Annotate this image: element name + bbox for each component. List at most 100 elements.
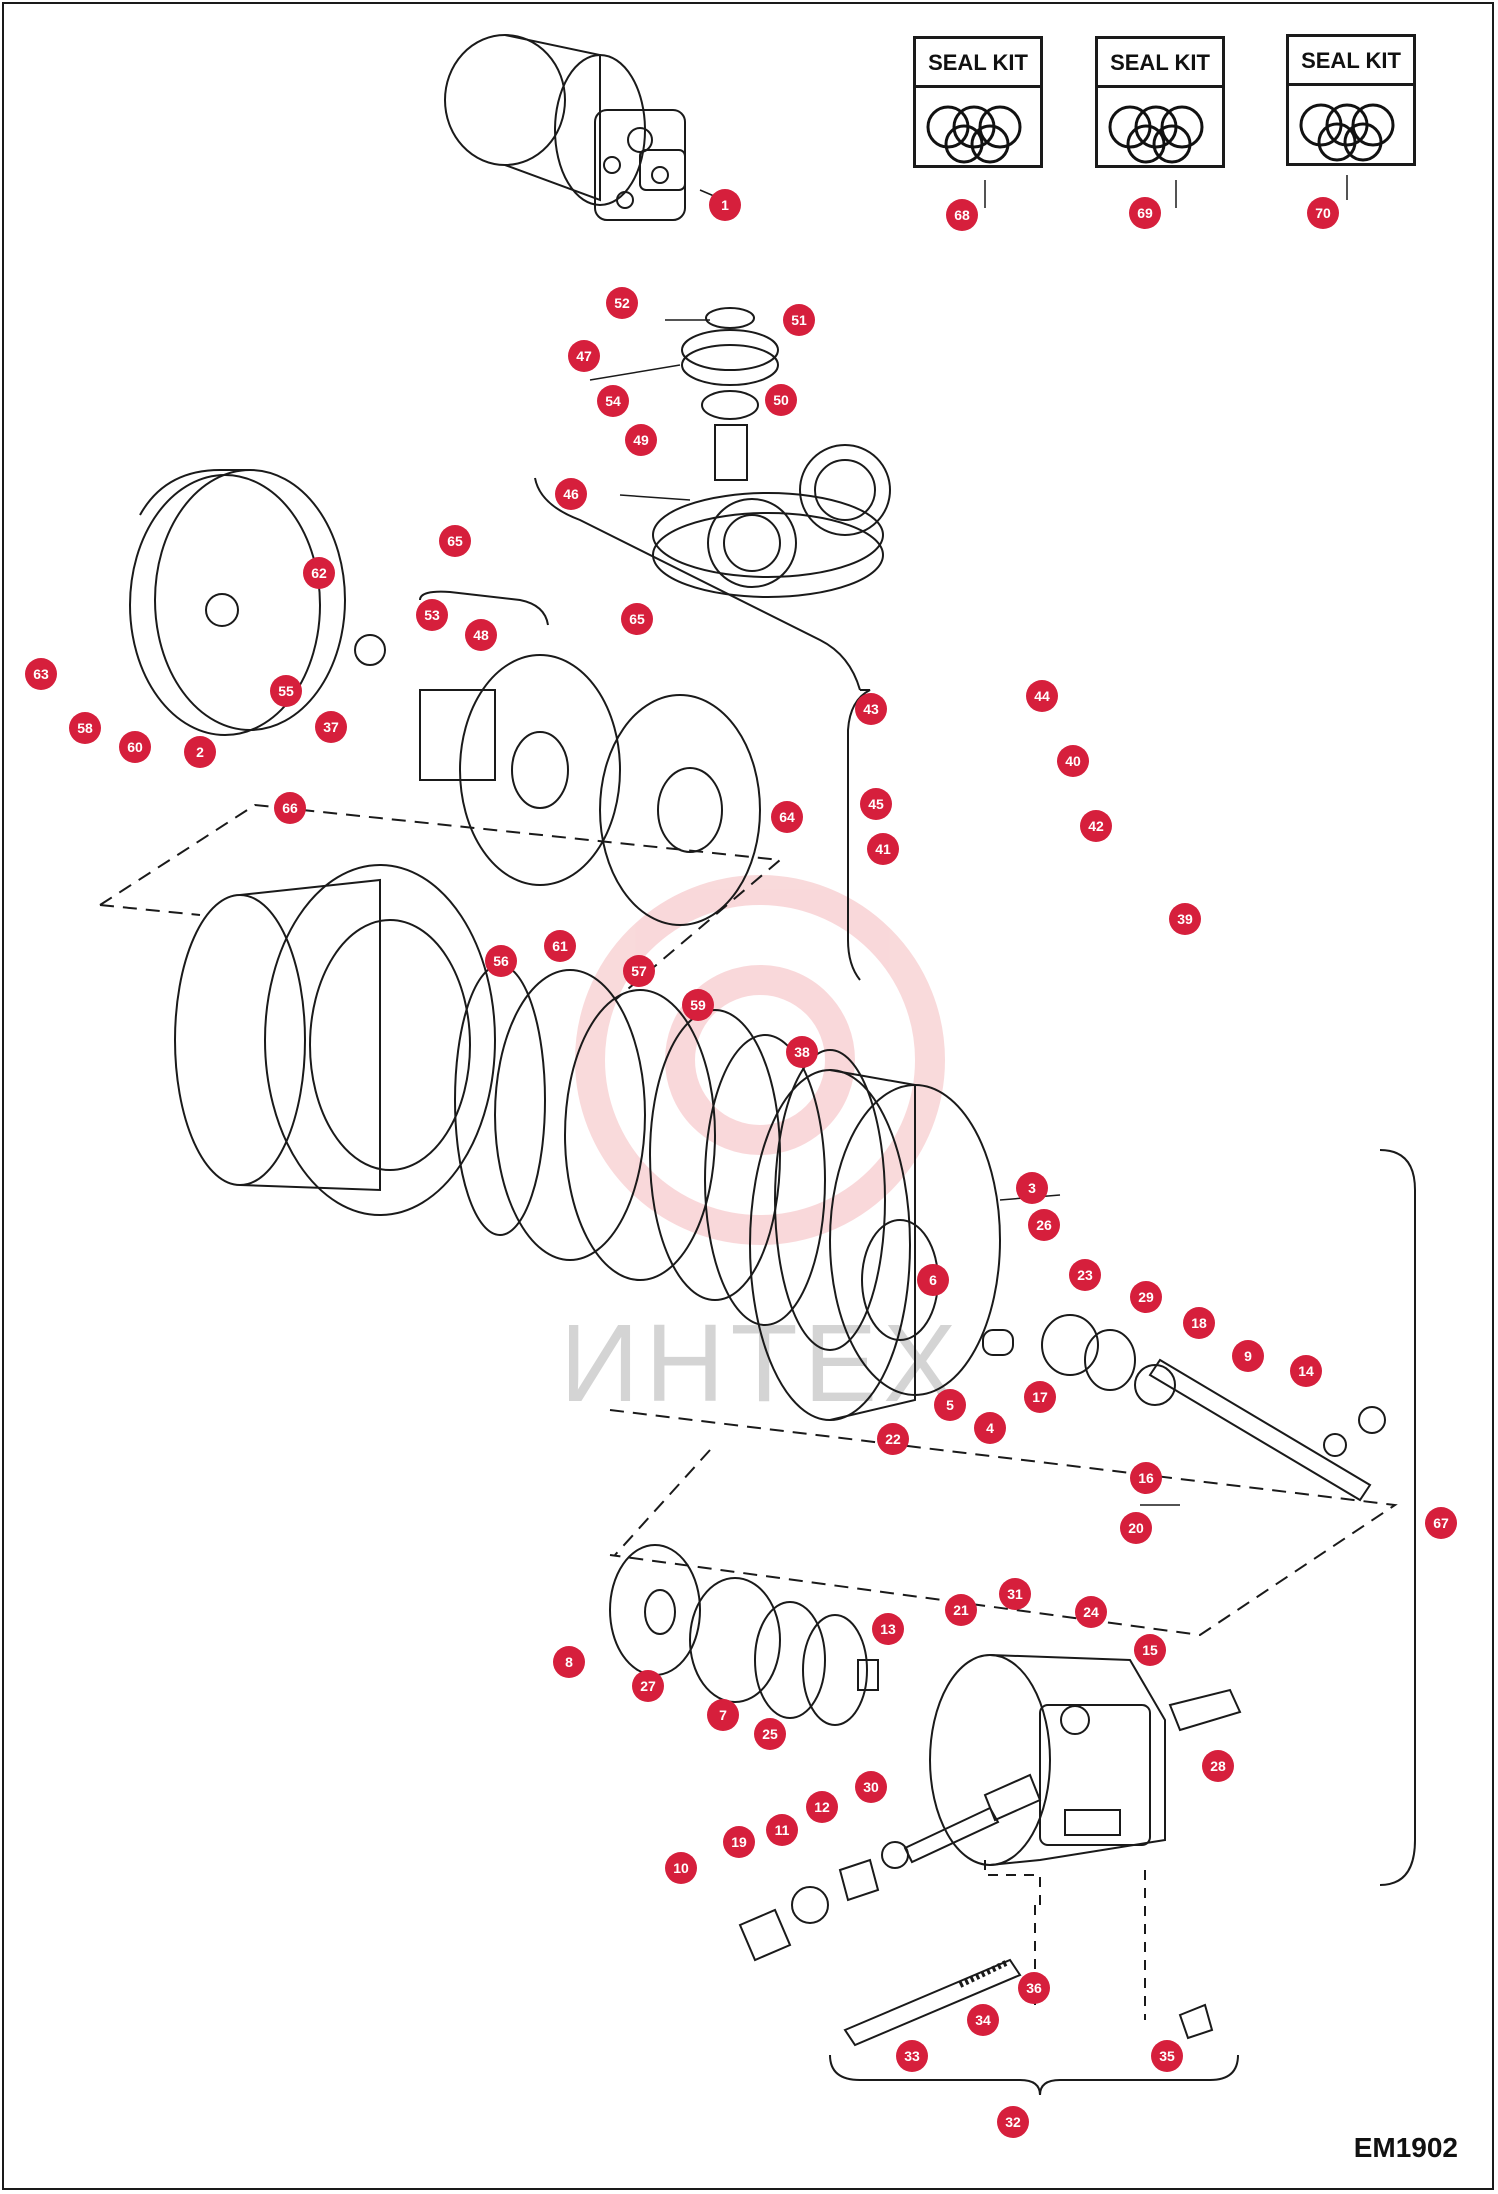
callout-63[interactable]: 63 — [25, 658, 57, 690]
callout-46[interactable]: 46 — [555, 478, 587, 510]
callout-number: 33 — [904, 2048, 920, 2064]
callout-43[interactable]: 43 — [855, 693, 887, 725]
callout-65a[interactable]: 65 — [439, 525, 471, 557]
callout-12[interactable]: 12 — [806, 1791, 838, 1823]
callout-32[interactable]: 32 — [997, 2106, 1029, 2138]
callout-number: 28 — [1210, 1758, 1226, 1774]
callout-61[interactable]: 61 — [544, 930, 576, 962]
callout-19[interactable]: 19 — [723, 1826, 755, 1858]
callout-marker — [967, 2004, 999, 2036]
callout-9[interactable]: 9 — [1232, 1340, 1264, 1372]
callout-number: 17 — [1032, 1389, 1048, 1405]
callout-35[interactable]: 35 — [1151, 2040, 1183, 2072]
callout-number: 55 — [278, 683, 294, 699]
callout-5[interactable]: 5 — [934, 1389, 966, 1421]
callout-51[interactable]: 51 — [783, 304, 815, 336]
callout-10[interactable]: 10 — [665, 1852, 697, 1884]
callout-59[interactable]: 59 — [682, 989, 714, 1021]
callout-54[interactable]: 54 — [597, 385, 629, 417]
callout-60[interactable]: 60 — [119, 731, 151, 763]
callout-number: 36 — [1026, 1980, 1042, 1996]
callout-marker — [771, 801, 803, 833]
callout-number: 56 — [493, 953, 509, 969]
callout-14[interactable]: 14 — [1290, 1355, 1322, 1387]
callout-56[interactable]: 56 — [485, 945, 517, 977]
callout-67[interactable]: 67 — [1425, 1507, 1457, 1539]
callout-3[interactable]: 3 — [1016, 1172, 1048, 1204]
callout-17[interactable]: 17 — [1024, 1381, 1056, 1413]
callout-45[interactable]: 45 — [860, 788, 892, 820]
callout-number: 57 — [631, 963, 647, 979]
callout-8[interactable]: 8 — [553, 1646, 585, 1678]
callout-number: 67 — [1433, 1515, 1449, 1531]
callout-38[interactable]: 38 — [786, 1036, 818, 1068]
callout-65b[interactable]: 65 — [621, 603, 653, 635]
callout-21[interactable]: 21 — [945, 1594, 977, 1626]
callout-25[interactable]: 25 — [754, 1718, 786, 1750]
callout-number: 43 — [863, 701, 879, 717]
callout-34[interactable]: 34 — [967, 2004, 999, 2036]
callout-6[interactable]: 6 — [917, 1264, 949, 1296]
callout-26[interactable]: 26 — [1028, 1209, 1060, 1241]
callout-66[interactable]: 66 — [274, 792, 306, 824]
callout-58[interactable]: 58 — [69, 712, 101, 744]
callout-37[interactable]: 37 — [315, 711, 347, 743]
callout-41[interactable]: 41 — [867, 833, 899, 865]
callout-22[interactable]: 22 — [877, 1423, 909, 1455]
callout-44[interactable]: 44 — [1026, 680, 1058, 712]
callout-7[interactable]: 7 — [707, 1699, 739, 1731]
callout-marker — [934, 1389, 966, 1421]
callout-27[interactable]: 27 — [632, 1670, 664, 1702]
seal-kit-70-title: SEAL KIT — [1289, 39, 1413, 86]
callout-55[interactable]: 55 — [270, 675, 302, 707]
callout-40[interactable]: 40 — [1057, 745, 1089, 777]
callout-57[interactable]: 57 — [623, 955, 655, 987]
callout-4[interactable]: 4 — [974, 1412, 1006, 1444]
callout-number: 9 — [1244, 1348, 1252, 1364]
callout-16[interactable]: 16 — [1130, 1462, 1162, 1494]
callout-68[interactable]: 68 — [946, 199, 978, 231]
callout-64[interactable]: 64 — [771, 801, 803, 833]
callout-28[interactable]: 28 — [1202, 1750, 1234, 1782]
callout-1[interactable]: 1 — [709, 189, 741, 221]
callout-70[interactable]: 70 — [1307, 197, 1339, 229]
callout-marker — [69, 712, 101, 744]
callout-36[interactable]: 36 — [1018, 1972, 1050, 2004]
callout-24[interactable]: 24 — [1075, 1596, 1107, 1628]
callout-20[interactable]: 20 — [1120, 1512, 1152, 1544]
callout-62[interactable]: 62 — [303, 557, 335, 589]
callout-number: 49 — [633, 432, 649, 448]
callout-number: 31 — [1007, 1586, 1023, 1602]
callout-number: 21 — [953, 1602, 969, 1618]
callout-52[interactable]: 52 — [606, 287, 638, 319]
callout-18[interactable]: 18 — [1183, 1307, 1215, 1339]
callout-30[interactable]: 30 — [855, 1771, 887, 1803]
callout-number: 4 — [986, 1420, 994, 1436]
callout-15[interactable]: 15 — [1134, 1634, 1166, 1666]
callout-50[interactable]: 50 — [765, 384, 797, 416]
callout-31[interactable]: 31 — [999, 1578, 1031, 1610]
callout-33[interactable]: 33 — [896, 2040, 928, 2072]
callout-number: 45 — [868, 796, 884, 812]
callout-marker — [315, 711, 347, 743]
callout-number: 13 — [880, 1621, 896, 1637]
callout-23[interactable]: 23 — [1069, 1259, 1101, 1291]
callout-42[interactable]: 42 — [1080, 810, 1112, 842]
callout-29[interactable]: 29 — [1130, 1281, 1162, 1313]
callout-marker — [1016, 1172, 1048, 1204]
callout-13[interactable]: 13 — [872, 1613, 904, 1645]
callout-48[interactable]: 48 — [465, 619, 497, 651]
callout-39[interactable]: 39 — [1169, 903, 1201, 935]
callout-53[interactable]: 53 — [416, 599, 448, 631]
callout-number: 44 — [1034, 688, 1050, 704]
callout-number: 39 — [1177, 911, 1193, 927]
callout-2[interactable]: 2 — [184, 736, 216, 768]
callout-marker — [1425, 1507, 1457, 1539]
callout-11[interactable]: 11 — [766, 1814, 798, 1846]
callout-47[interactable]: 47 — [568, 340, 600, 372]
callout-69[interactable]: 69 — [1129, 197, 1161, 229]
callout-49[interactable]: 49 — [625, 424, 657, 456]
callout-marker — [1151, 2040, 1183, 2072]
